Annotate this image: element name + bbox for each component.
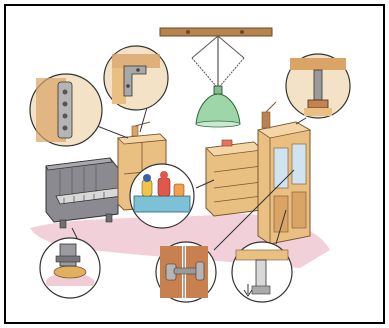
dresser-icon (206, 140, 262, 216)
jar-bottles-icon (130, 164, 194, 228)
caster-cup-icon (40, 238, 100, 298)
l-bracket-icon (104, 46, 168, 110)
wall-plate-icon (30, 74, 102, 146)
ceiling-board (160, 28, 272, 36)
tension-rod-icon (232, 242, 292, 302)
door-latch-icon (156, 242, 216, 302)
piano-icon (46, 158, 122, 228)
ceiling-pole-icon (286, 54, 350, 118)
